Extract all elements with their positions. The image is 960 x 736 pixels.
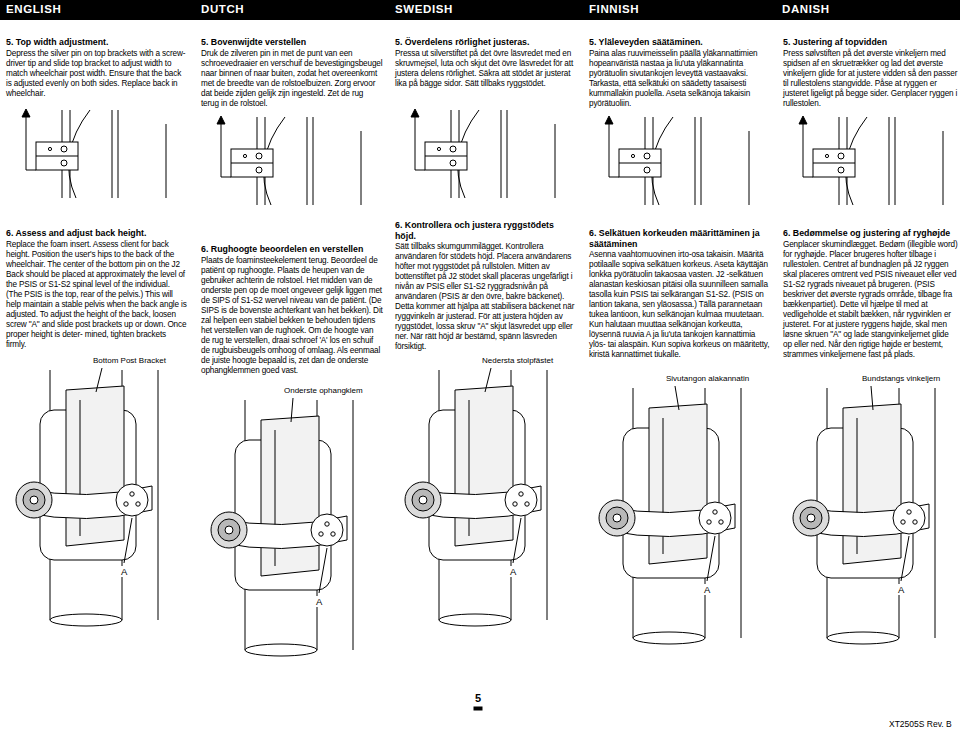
document-code: XT2505S Rev. B [889, 719, 952, 729]
section-heading: 6. Bedømmelse og justering af ryghøjde [783, 228, 957, 239]
language-band: ENGLISH DUTCH SWEDISH FINNISH DANISH [0, 0, 960, 20]
section-heading: 5. Justering af topvidden [783, 37, 957, 48]
section-heading: 5. Bovenwijdte verstellen [201, 37, 381, 48]
leader-line [707, 536, 715, 581]
top-bracket-figure [799, 116, 943, 205]
page-bar [474, 707, 482, 710]
section-heading: 5. Yläleveyden säätäminen. [589, 37, 769, 48]
section-heading: 6. Kontrollera och justera ryggstödets h… [395, 220, 575, 241]
bottom-bracket-figure [599, 388, 741, 644]
top-bracket-figure [411, 109, 555, 198]
leader-line [124, 518, 132, 563]
instruction-text: Plaats de foaminsteekelement terug. Beoo… [201, 256, 383, 376]
top-bracket-figure [217, 116, 361, 205]
leader-line [901, 536, 909, 581]
instruction-text: Replace the foam insert. Assess client f… [6, 240, 188, 350]
leader-line [319, 548, 327, 593]
callout-letter: A [315, 596, 323, 607]
page-number: 5 [475, 692, 481, 704]
leader-line [96, 368, 102, 392]
section-heading: 6. Assess and adjust back height. [6, 228, 186, 239]
section-heading: 5. Överdelens rörlighet justeras. [395, 37, 575, 48]
language-name: DANISH [782, 3, 830, 15]
language-name: DUTCH [201, 3, 244, 15]
instruction-text: Asenna vaahtomuovinen irto-osa takaisin.… [589, 250, 771, 360]
bottom-bracket-figure [16, 370, 158, 626]
instruction-text: Paina alas ruuvimeisselin päällä yläkann… [589, 49, 771, 109]
instruction-text: Sätt tillbaks skumgummilägget. Kontrolle… [395, 242, 577, 352]
language-name: FINNISH [589, 3, 639, 15]
callout-label: Bundstangs vinkeljern [861, 374, 941, 384]
bottom-bracket-figure [405, 370, 547, 626]
instruction-text: Press sølvstiften på det øverste vinkelj… [783, 49, 959, 109]
leader-lines [96, 368, 909, 593]
callout-label: Onderste ophangklem [283, 386, 364, 396]
leader-line [485, 368, 491, 392]
section-heading: 6. Rughoogte beoordelen en verstellen [201, 244, 381, 255]
language-name: SWEDISH [395, 3, 453, 15]
callout-label: Bottom Post Bracket [92, 356, 167, 366]
callout-letter: A [703, 584, 711, 595]
top-bracket-figure [22, 109, 166, 198]
section-heading: 5. Top width adjustment. [6, 37, 186, 48]
leader-line [675, 386, 679, 410]
callout-label: Sivutangon alakannatin [665, 374, 750, 384]
callout-letter: A [897, 584, 905, 595]
section-heading: 6. Selkätuen korkeuden määrittäminen ja … [589, 228, 769, 249]
leader-line [871, 386, 873, 410]
callout-letter: A [120, 566, 128, 577]
language-name: ENGLISH [6, 3, 61, 15]
leader-line [291, 398, 293, 422]
figures [16, 109, 943, 656]
bottom-bracket-figure [793, 388, 935, 644]
bottom-bracket-figure [211, 400, 353, 656]
instruction-text: Druk de zilveren pin in met de punt van … [201, 49, 383, 109]
instruction-text: Depress the silver pin on top brackets w… [6, 49, 188, 99]
callout-label: Nedersta stolpfästet [481, 356, 554, 366]
top-bracket-figure [605, 116, 749, 205]
instruction-text: Genplacer skumindlægget. Bedøm (illegibl… [783, 240, 959, 360]
leader-line [513, 518, 521, 563]
callout-letter: A [509, 566, 517, 577]
instruction-text: Pressa ut silverstiftet på det övre läsv… [395, 49, 577, 89]
